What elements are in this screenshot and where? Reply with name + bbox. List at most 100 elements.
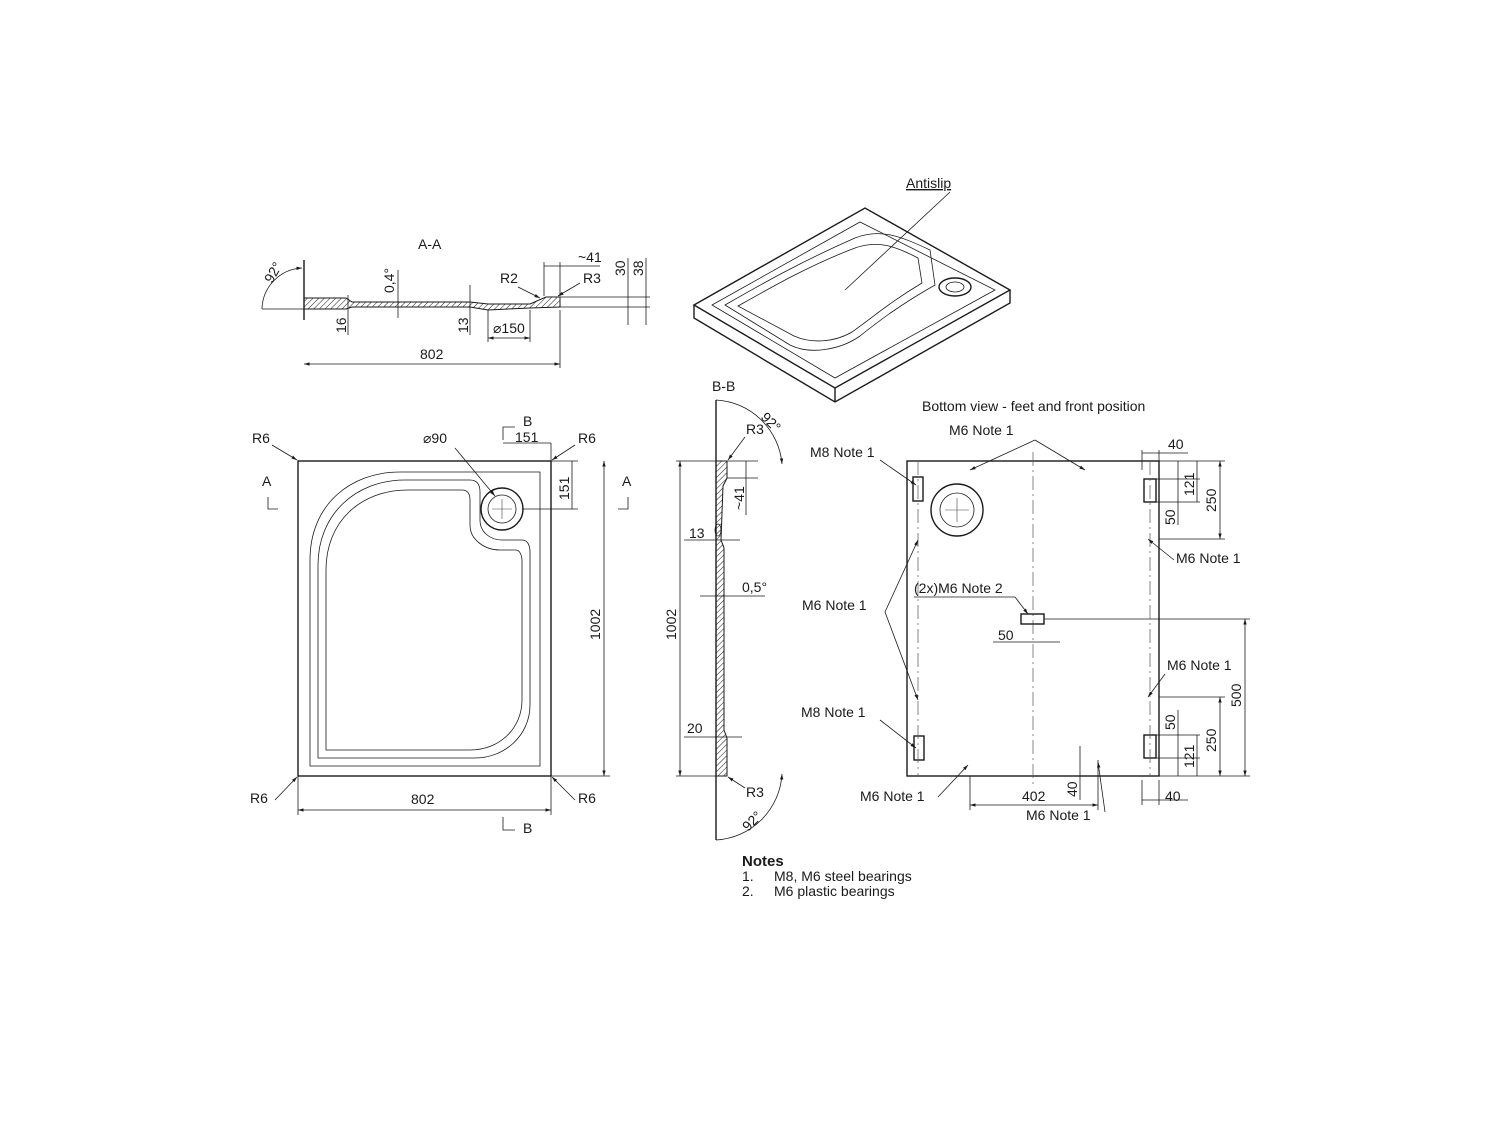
top-view-r6-br: R6 [578,790,596,806]
foot-center [1020,613,1045,625]
bottom-view-d250-top: 250 [1203,488,1219,512]
section-bb-height: 1002 [663,609,679,640]
section-aa-r2: R2 [500,270,518,286]
bottom-view-d50-top: 50 [1162,509,1178,525]
top-view-rim [309,471,541,767]
top-view-r6-tl-leader [271,444,298,461]
top-view-r6-br-leader [551,776,576,801]
top-view-r6-bl: R6 [250,790,268,806]
bottom-view-d250-bottom: 250 [1203,728,1219,752]
notes-title: Notes [742,853,784,870]
bottom-view-m6-bottom-right: M6 Note 1 [1026,807,1091,823]
section-b-marker-top [502,426,515,440]
note-1-text: M8, M6 steel bearings [774,868,912,884]
section-a-marker-left [267,497,278,510]
bottom-view-m8-top: M8 Note 1 [810,444,875,460]
isometric-drain-inner [945,281,965,293]
section-bb-angle-arc-bottom [715,773,784,841]
note-1-number: 1. [742,868,754,884]
top-view-section-b-top: B [523,413,532,429]
top-view-drain-inner [487,494,517,524]
bottom-view-d40-center: 40 [1064,781,1080,797]
note-2-text: M6 plastic bearings [774,883,895,899]
section-a-marker-right [618,497,629,510]
section-aa-r3: R3 [583,270,601,286]
section-bb-depth: 13 [689,525,705,541]
bottom-view-d50-center: 50 [998,627,1014,643]
section-aa-rim: ~41 [578,249,602,265]
foot-m8-top-left [912,476,924,502]
top-view-offset-x: 151 [515,429,539,445]
section-bb-title: B-B [712,378,735,394]
section-aa-thickness: 16 [333,317,349,333]
top-view-outline [297,460,552,777]
bottom-view-m6-top: M6 Note 1 [949,422,1014,438]
section-aa-r2-leader [517,286,541,299]
top-view-offset-y: 151 [556,476,572,500]
top-view-drain-leader [454,447,496,497]
top-view-height: 1002 [587,609,603,640]
foot-m8-bottom-left [913,735,925,761]
bottom-view-drain-inner [939,492,975,528]
bottom-view-d121-top: 121 [1181,472,1197,496]
section-aa-width: 802 [420,346,444,362]
bottom-view-m8-bottom-leader [879,719,917,749]
top-view-section-a-left: A [262,473,272,489]
notes-block: Notes 1. M8, M6 steel bearings 2. M6 pla… [742,853,912,899]
bottom-view-d500: 500 [1228,683,1244,707]
bottom-view-m8-bottom: M8 Note 1 [801,704,866,720]
top-view-width: 802 [411,791,435,807]
bottom-view-m8-top-leader [879,459,917,486]
top-view-r6-tr-leader [551,444,576,461]
top-view-r6-tl: R6 [252,430,270,446]
isometric-basin-inner [737,243,923,342]
top-view-basin [317,479,531,759]
section-bb-angle-arc-top [715,399,784,465]
top-view-r6-bl-leader [274,776,298,801]
bottom-view: Bottom view - feet and front position M6… [801,398,1250,823]
top-view-section-b-bottom: B [523,820,532,836]
note-2-number: 2. [742,883,754,899]
isometric-basin [724,233,936,351]
section-bb-slope: 0,5° [742,579,767,595]
isometric-tray-side [693,290,1011,403]
section-bb: B-B 92° 92° R3 R3 ~41 13 0,5° 1002 20 [663,378,784,841]
top-view-r6-tr: R6 [578,430,596,446]
isometric-rim [711,221,996,379]
bottom-view-d40-bottom: 40 [1165,788,1181,804]
section-bb-drain [714,523,722,537]
section-b-marker-bottom [502,817,515,831]
bottom-view-d402: 402 [1022,788,1046,804]
section-bb-r3-top: R3 [746,421,764,437]
section-aa-depth: 13 [455,317,471,333]
bottom-view-m6-right-top-leader [1147,538,1175,561]
bottom-view-m6-top-leader-b [1034,439,1086,471]
bottom-view-m6-right-bottom: M6 Note 1 [1167,657,1232,673]
bottom-view-d50-bottom: 50 [1162,714,1178,730]
section-bb-rim: ~41 [731,486,747,510]
bottom-view-m6-right-bottom-leader [1147,673,1166,698]
section-bb-profile [715,460,728,777]
bottom-view-m6-bottom-left: M6 Note 1 [860,788,925,804]
section-aa-angle-arc [261,266,303,310]
section-bb-bottom: 20 [687,720,703,736]
bottom-view-m6-left-leader-b [884,611,919,701]
isometric-drain [938,277,972,297]
bottom-view-m6-bottom-right-leader [1097,761,1106,813]
top-view: ⌀90 B B A A 151 151 R6 R6 R6 R6 1002 [250,413,632,836]
section-aa-profile [303,296,561,311]
section-aa-r3-leader [557,282,581,297]
top-view-drain-dia: ⌀90 [423,430,447,446]
section-bb-angle-bottom: 92° [739,808,765,834]
section-bb-r3-bottom: R3 [746,784,764,800]
bottom-view-drain-outer [930,483,984,537]
bottom-view-title: Bottom view - feet and front position [922,398,1145,414]
section-aa-drain: ⌀150 [493,320,525,336]
bottom-view-m6-right-top: M6 Note 1 [1176,550,1241,566]
section-bb-r3-bottom-leader [727,776,746,789]
section-aa: A-A 92° 0,4° 16 13 ⌀150 R2 R3 ~41 [261,236,650,368]
section-aa-slope: 0,4° [381,268,397,293]
bottom-view-note2-leader [1014,596,1029,615]
bottom-view-d121-bottom: 121 [1181,744,1197,768]
